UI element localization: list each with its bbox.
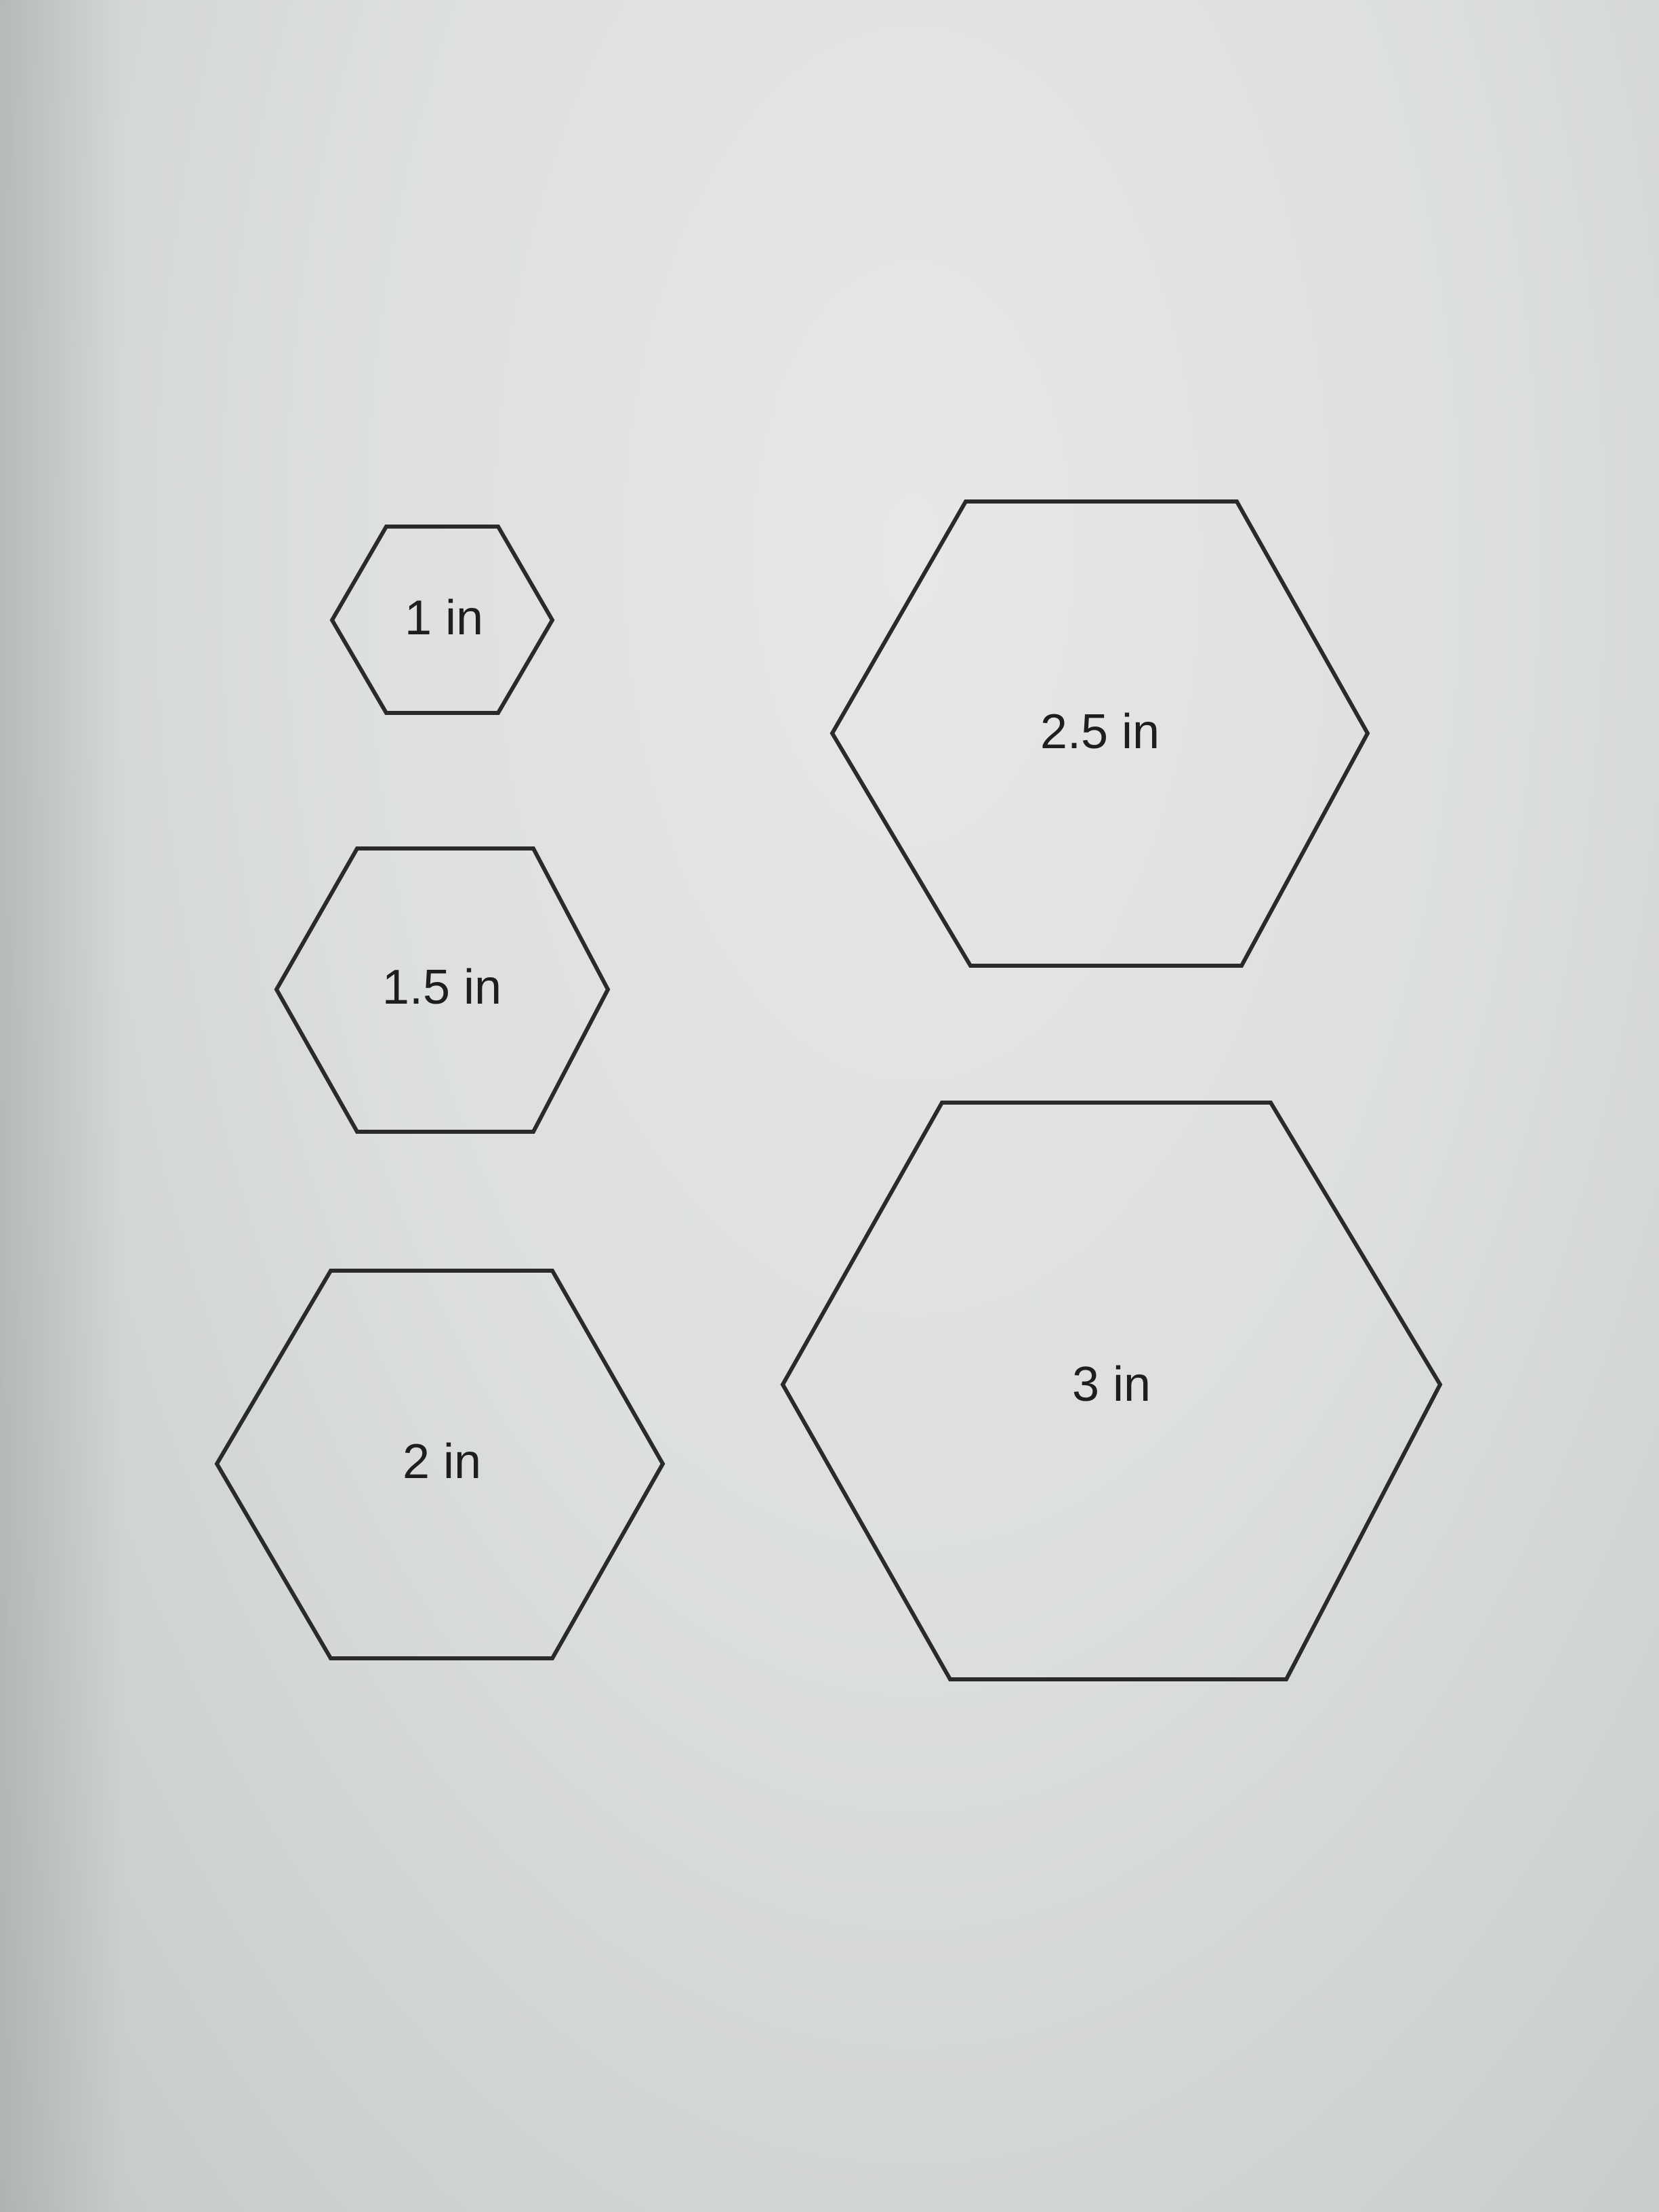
hexagon-2in: 2 in — [214, 1269, 665, 1660]
paper-shadow — [0, 0, 122, 2212]
hexagon-2-5in-label: 2.5 in — [1040, 705, 1160, 759]
hexagon-1in-label: 1 in — [405, 591, 483, 645]
hexagon-1in: 1 in — [329, 525, 555, 715]
hexagon-1-5in-outline — [274, 846, 611, 1134]
hexagon-1-5in: 1.5 in — [274, 846, 611, 1134]
hexagon-3in-label: 3 in — [1072, 1357, 1151, 1412]
hexagon-1in-outline — [329, 525, 555, 715]
hexagon-2-5in: 2.5 in — [830, 499, 1370, 968]
hexagon-2in-label: 2 in — [403, 1435, 481, 1489]
hexagon-1-5in-label: 1.5 in — [382, 960, 501, 1015]
hexagon-2in-outline — [214, 1269, 665, 1660]
hexagon-3in-outline — [780, 1101, 1443, 1681]
hexagon-3in: 3 in — [780, 1101, 1443, 1681]
hexagon-2-5in-outline — [830, 499, 1370, 968]
